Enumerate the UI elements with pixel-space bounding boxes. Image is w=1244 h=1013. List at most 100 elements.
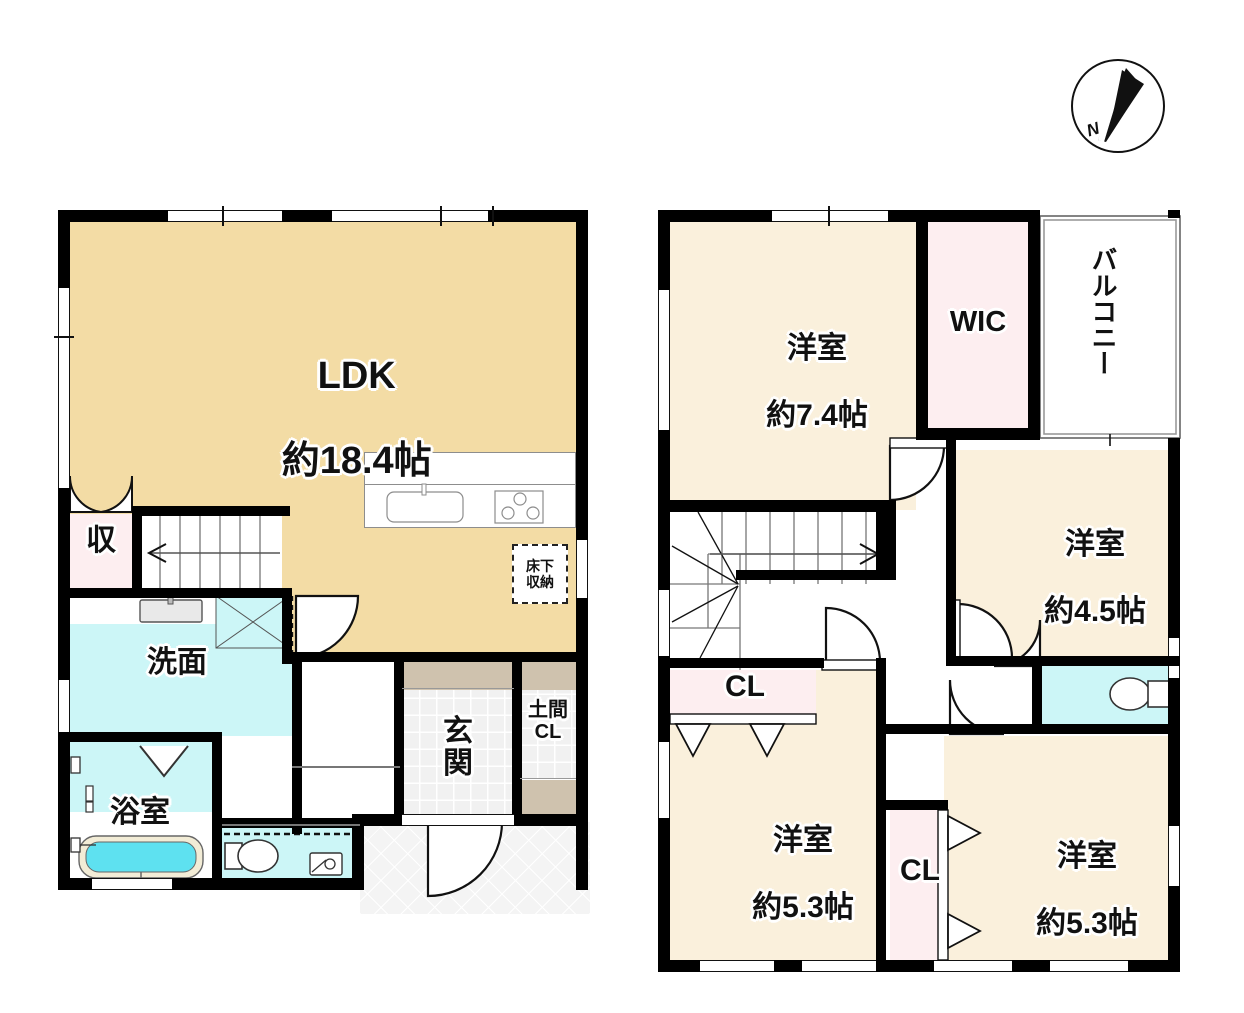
label-ldk: LDK 約18.4帖 — [210, 312, 440, 525]
window-f2-bottom-3 — [934, 960, 1012, 972]
wall-f2-left-d — [658, 818, 670, 972]
wall-f1-left-b — [58, 488, 70, 680]
wall-f2-53a-right — [876, 658, 886, 972]
wall-f2-cl-left-rt — [814, 658, 824, 668]
window-f2-bottom-1 — [700, 960, 774, 972]
label-ldk-name: LDK — [317, 354, 396, 397]
wall-f2-45-bot — [946, 656, 1180, 666]
wall-f1-bottom-c — [352, 814, 364, 890]
north-arrow-icon: N — [1062, 50, 1174, 162]
wall-f2-left-c — [658, 656, 670, 742]
wall-f2-clmid-top — [886, 800, 948, 810]
under-floor-storage-label: 床下 収納 — [526, 557, 554, 590]
bathtub — [78, 834, 204, 880]
room-cl-mid — [890, 810, 946, 960]
wall-f1-right-a — [576, 210, 588, 540]
label-yoshitsu-45: 洋室 約4.5帖 — [978, 494, 1162, 662]
window-f1-bottom-1 — [92, 878, 172, 890]
window-f2-bottom-4 — [1050, 960, 1128, 972]
window-f1-top-2 — [332, 210, 488, 222]
window-f2-top-1 — [772, 210, 888, 222]
wall-f2-stair-right — [876, 500, 886, 580]
label-yoshitsu-53a-area: 約5.3帖 — [752, 890, 854, 924]
window-f2-right-2 — [1168, 826, 1180, 886]
wall-f2-wic-left — [916, 210, 928, 438]
room-wic — [928, 222, 1028, 438]
room-shuno — [70, 514, 132, 590]
window-f1-right-1 — [576, 540, 588, 598]
wall-f2-right-a — [1168, 210, 1180, 218]
room-yoshitsu-53b — [944, 736, 1180, 960]
label-yoshitsu-53b: 洋室 約5.3帖 — [970, 806, 1154, 974]
washbasin — [138, 595, 204, 624]
label-yoshitsu-74: 洋室 約7.4帖 — [700, 298, 884, 466]
wall-f2-toilet-bot — [994, 724, 1180, 734]
window-f2-bottom-2 — [802, 960, 876, 972]
under-floor-storage: 床下 収納 — [512, 544, 568, 604]
wall-f1-shuno-bottom — [58, 588, 140, 598]
wall-f1-genkan-right — [512, 652, 522, 822]
window-f1-left-2 — [58, 388, 70, 488]
wall-f2-45-left — [946, 438, 956, 666]
wall-f1-stair-top — [132, 506, 290, 516]
doma-cl-upper — [520, 662, 576, 690]
wall-f1-left-c — [58, 736, 70, 890]
wall-f2-bottom-b — [774, 960, 802, 972]
label-cl-left: CL — [725, 670, 765, 703]
label-yokushitsu: 浴室 — [110, 796, 170, 829]
room-genkan — [402, 690, 514, 818]
wall-f1-stair-left — [132, 506, 142, 598]
wall-f2-bottom-a — [658, 960, 700, 972]
label-ldk-area: 約18.4帖 — [281, 439, 432, 482]
wall-f2-hall-mid — [886, 500, 896, 580]
wall-f2-toilet-left — [1032, 658, 1042, 734]
wall-f1-top-a — [58, 210, 168, 222]
label-wic: WIC — [949, 306, 1007, 338]
wall-f2-stair-bot — [736, 570, 886, 580]
wall-f1-bath-right — [212, 732, 222, 890]
room-cl-left — [670, 668, 816, 718]
label-shuno: 収 — [86, 524, 116, 557]
wall-f2-room74-bot — [658, 500, 890, 512]
label-genkan: 玄関 — [443, 715, 473, 780]
genkan-step — [402, 662, 514, 690]
label-yoshitsu-45-area: 約4.5帖 — [1044, 594, 1146, 628]
label-balcony: バルコニー — [1088, 246, 1118, 376]
label-senmen: 洗面 — [147, 646, 207, 679]
wall-f1-bottom-d — [576, 814, 588, 890]
wall-f2-bottom-c — [876, 960, 934, 972]
wall-f1-top-c — [488, 210, 588, 222]
wall-f1-hall-right — [292, 658, 302, 834]
wall-f1-stair-bottom — [132, 588, 290, 598]
wall-f2-wic-right — [1028, 210, 1040, 438]
room-doma-cl — [520, 690, 576, 780]
room-toilet-2f — [1042, 666, 1180, 724]
wall-f2-left-a — [658, 210, 670, 290]
wall-f2-right-c — [1168, 678, 1180, 826]
wall-f2-wic-bottom — [916, 428, 1040, 440]
wall-f1-senmen-bot — [58, 732, 222, 742]
wall-f2-right-b — [1168, 438, 1180, 638]
doma-cl-lower — [520, 780, 576, 818]
label-yoshitsu-53a: 洋室 約5.3帖 — [686, 790, 870, 958]
wall-f2-top-a — [658, 210, 772, 222]
window-f1-left-1 — [58, 288, 70, 388]
room-yoshitsu-74 — [670, 222, 916, 510]
label-yoshitsu-74-name: 洋室 — [787, 331, 847, 365]
wall-f2-bottom-e — [1128, 960, 1180, 972]
window-f1-left-3 — [58, 680, 70, 736]
wall-f2-bottom-d — [1012, 960, 1050, 972]
wall-f1-genkan-left — [394, 652, 404, 822]
staircase-2f — [670, 510, 886, 670]
hallway — [292, 658, 402, 834]
wall-f1-top-b — [282, 210, 332, 222]
wall-f1-left-a — [58, 210, 70, 288]
front-door-panel — [402, 814, 514, 826]
wall-f2-right-d — [1168, 886, 1180, 972]
window-f2-left-1 — [658, 290, 670, 430]
wall-f1-ldk-bottom — [292, 652, 588, 662]
label-yoshitsu-53b-name: 洋室 — [1057, 839, 1117, 873]
